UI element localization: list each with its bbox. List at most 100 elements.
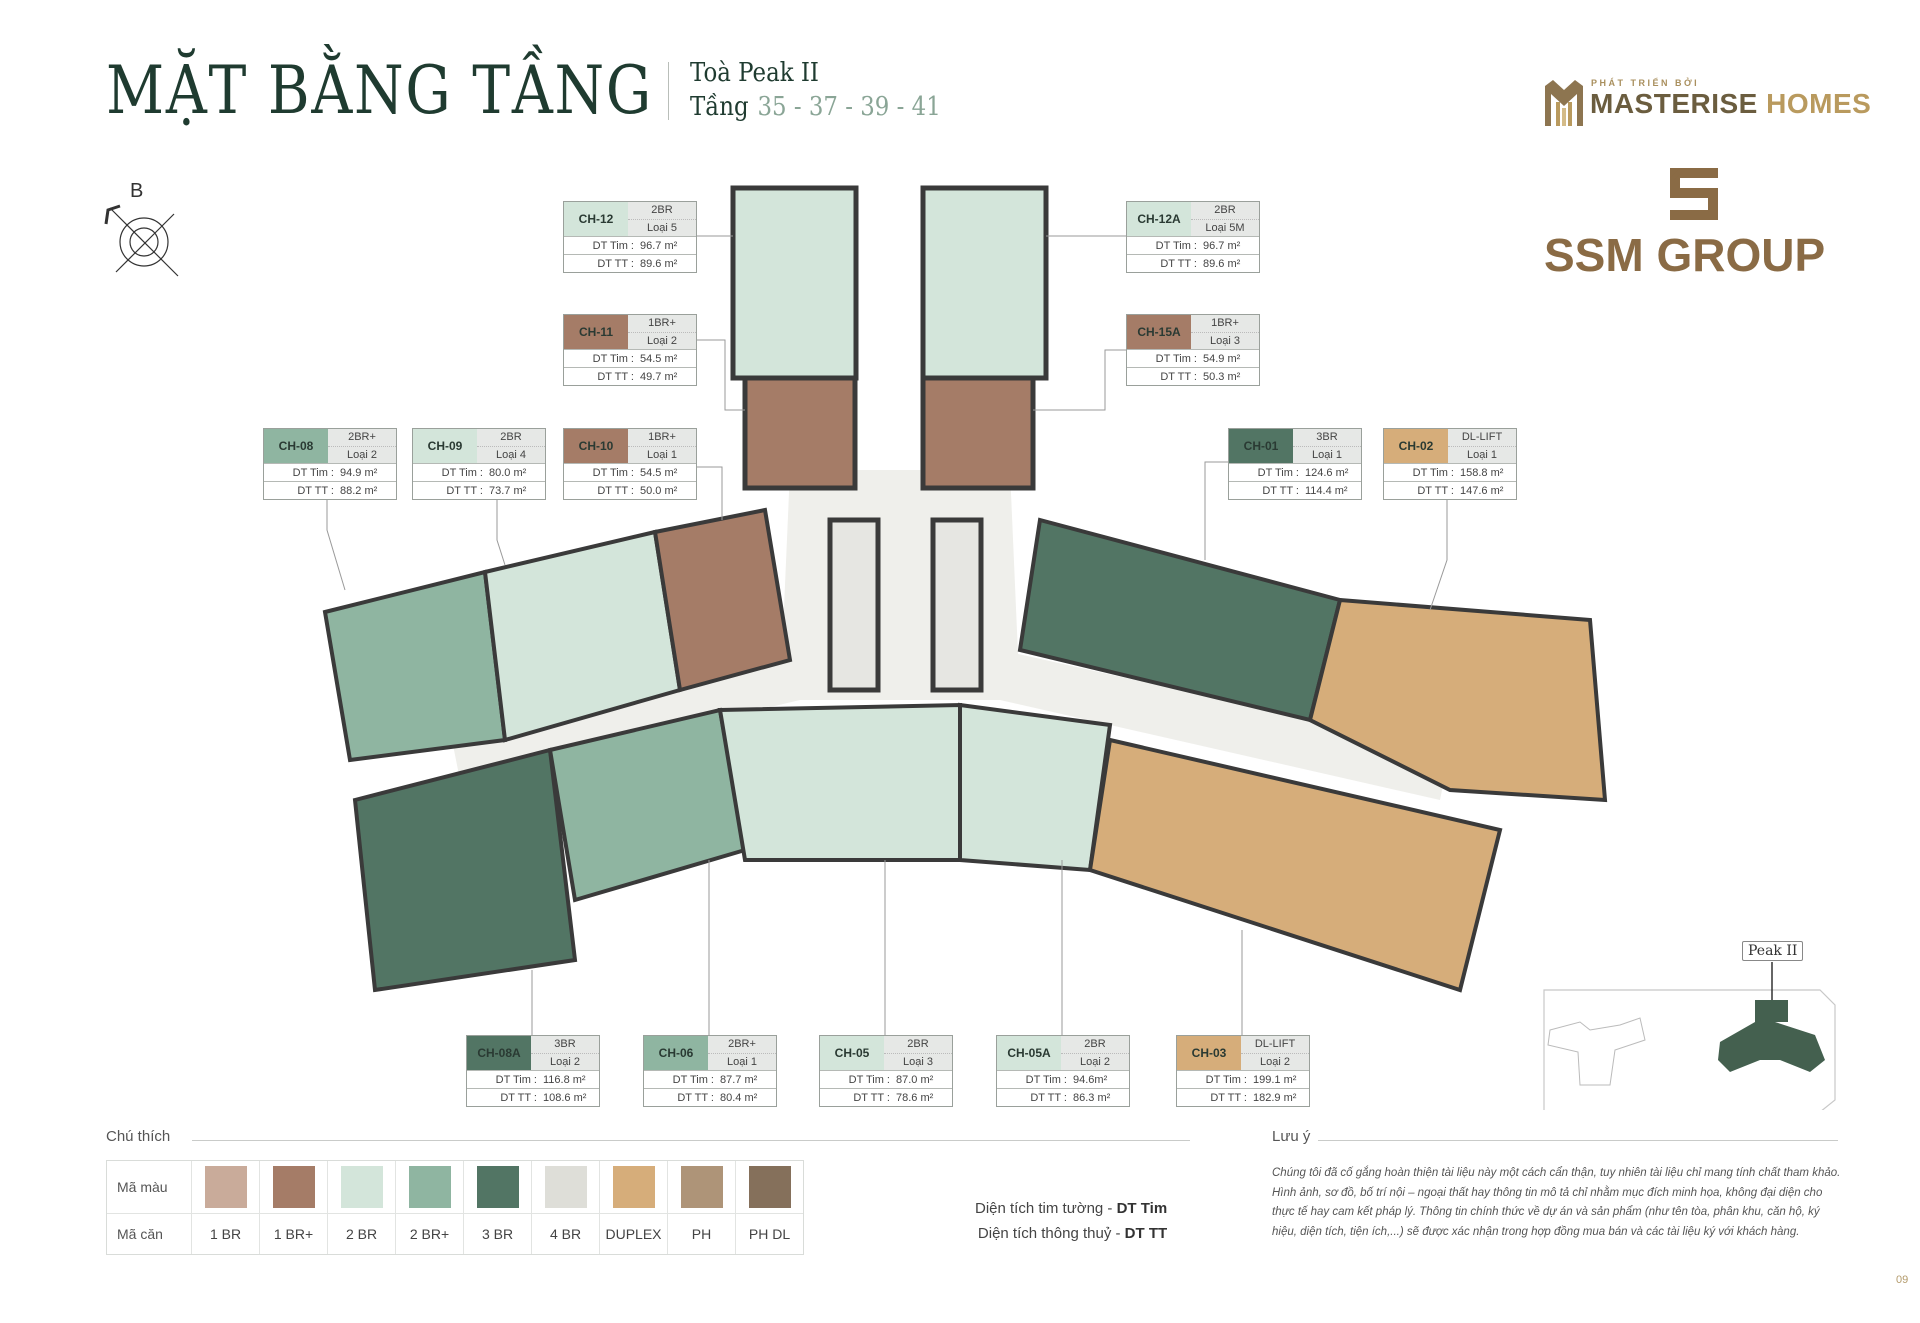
- dt-tim-value: 96.7 m²: [1203, 239, 1241, 252]
- building-name: Toà Peak II: [690, 58, 819, 88]
- legend-color-row-label: Mã màu: [107, 1161, 191, 1214]
- unit-code: CH-06: [644, 1036, 708, 1070]
- unit-type: 2BR+: [328, 429, 396, 447]
- unit-type: DL-LIFT: [1448, 429, 1516, 447]
- legend-title: Chú thích: [106, 1128, 171, 1145]
- north-arrow-compass-icon: [104, 204, 179, 277]
- unit-code: CH-01: [1229, 429, 1293, 463]
- unit-variant: Loại 2: [1080, 1055, 1110, 1068]
- dt-tim-label: DT Tim :: [592, 466, 634, 479]
- dt-tt-label: DT TT :: [597, 370, 634, 383]
- unit-ch-08a: [352, 747, 578, 993]
- unit-ch-01: [1017, 517, 1343, 723]
- dt-tt-label: DT TT :: [1262, 484, 1299, 497]
- corridor: [450, 650, 1450, 800]
- unit-ch-12: [730, 185, 859, 381]
- dt-tim-label: DT Tim :: [495, 1073, 537, 1086]
- ssm-s-icon: [1670, 168, 1718, 220]
- legend-item: 3 BR: [481, 1226, 514, 1242]
- unit-code: CH-05A: [997, 1036, 1061, 1070]
- core-lobby: [800, 470, 1000, 540]
- unit-type: 2BR: [477, 429, 545, 447]
- dt-tim-label: DT Tim :: [441, 466, 483, 479]
- dt-tim-label: DT Tim :: [592, 352, 634, 365]
- dt-tt-value: 108.6 m²: [543, 1091, 587, 1104]
- def-tt-text: Diện tích thông thuỷ -: [977, 1225, 1125, 1242]
- swatch-ph: [680, 1166, 723, 1208]
- dt-tim-value: 124.6 m²: [1305, 466, 1349, 479]
- page-number: 09: [1896, 1274, 1909, 1286]
- unit-type: 1BR+: [1191, 315, 1259, 333]
- central-core: [780, 470, 1020, 700]
- dt-tt-value: 89.6 m²: [1203, 257, 1241, 270]
- swatch-4br: [544, 1166, 587, 1208]
- dt-tim-value: 80.0 m²: [489, 466, 527, 479]
- swatch-2br-plus: [408, 1166, 451, 1208]
- compass-north-label: B: [130, 180, 144, 202]
- dt-tim-value: 94.9 m²: [340, 466, 378, 479]
- legend-item: 4 BR: [549, 1226, 582, 1242]
- dt-tt-value: 114.4 m²: [1305, 484, 1348, 497]
- unit-variant: Loại 1: [727, 1055, 757, 1068]
- dt-tim-value: 54.9 m²: [1203, 352, 1241, 365]
- dt-tim-label: DT Tim :: [1155, 352, 1197, 365]
- unit-ch-02: [1307, 597, 1608, 803]
- unit-variant: Loại 2: [550, 1055, 580, 1068]
- unit-variant: Loại 1: [1312, 448, 1342, 461]
- unit-ch-05a: [958, 702, 1113, 873]
- unit-variant: Loại 1: [647, 448, 677, 461]
- elevator-core-right: [930, 517, 984, 693]
- swatch-1br: [204, 1166, 247, 1208]
- dt-tt-label: DT TT :: [677, 1091, 714, 1104]
- unit-code: CH-12A: [1127, 202, 1191, 236]
- unit-variant: Loại 2: [347, 448, 377, 461]
- disclaimer-text: Chúng tôi đã cố gắng hoàn thiện tài liệu…: [1272, 1167, 1841, 1238]
- dt-tim-value: 96.7 m²: [640, 239, 678, 252]
- unit-code: CH-08A: [467, 1036, 531, 1070]
- dt-tim-value: 54.5 m²: [640, 352, 678, 365]
- elevator-core-left: [827, 517, 881, 693]
- developer-name-b: HOMES: [1757, 88, 1872, 119]
- unit-variant: Loại 3: [903, 1055, 933, 1068]
- dt-tt-value: 86.3 m²: [1073, 1091, 1111, 1104]
- unit-ch-08: [322, 569, 508, 763]
- legend-item: 2 BR+: [409, 1226, 450, 1242]
- dt-tt-label: DT TT :: [297, 484, 334, 497]
- def-tim-text: Diện tích tim tường -: [975, 1200, 1117, 1217]
- dt-tt-value: 182.9 m²: [1253, 1091, 1297, 1104]
- note-divider: [1318, 1140, 1838, 1141]
- dt-tim-label: DT Tim :: [1257, 466, 1299, 479]
- dt-tt-label: DT TT :: [1030, 1091, 1067, 1104]
- masterise-homes-logo: PHÁT TRIỂN BỞI MASTERISE HOMES: [1543, 74, 1871, 130]
- dt-tt-value: 80.4 m²: [720, 1091, 758, 1104]
- dt-tim-label: DT Tim :: [292, 466, 334, 479]
- unit-variant: Loại 5M: [1205, 221, 1245, 234]
- note-title: Lưu ý: [1272, 1128, 1311, 1145]
- unit-ch-11: [742, 375, 858, 491]
- legend-item: PH DL: [748, 1226, 791, 1242]
- unit-type: 2BR: [628, 202, 696, 220]
- unit-code: CH-03: [1177, 1036, 1241, 1070]
- developer-name-a: MASTERISE: [1590, 88, 1758, 119]
- unit-type: 3BR: [1293, 429, 1361, 447]
- dt-tim-value: 87.0 m²: [896, 1073, 934, 1086]
- unit-type: DL-LIFT: [1241, 1036, 1309, 1054]
- unit-code: CH-02: [1384, 429, 1448, 463]
- keyplan-tag: Peak II: [1742, 941, 1804, 961]
- masterise-m-icon: [1545, 80, 1583, 126]
